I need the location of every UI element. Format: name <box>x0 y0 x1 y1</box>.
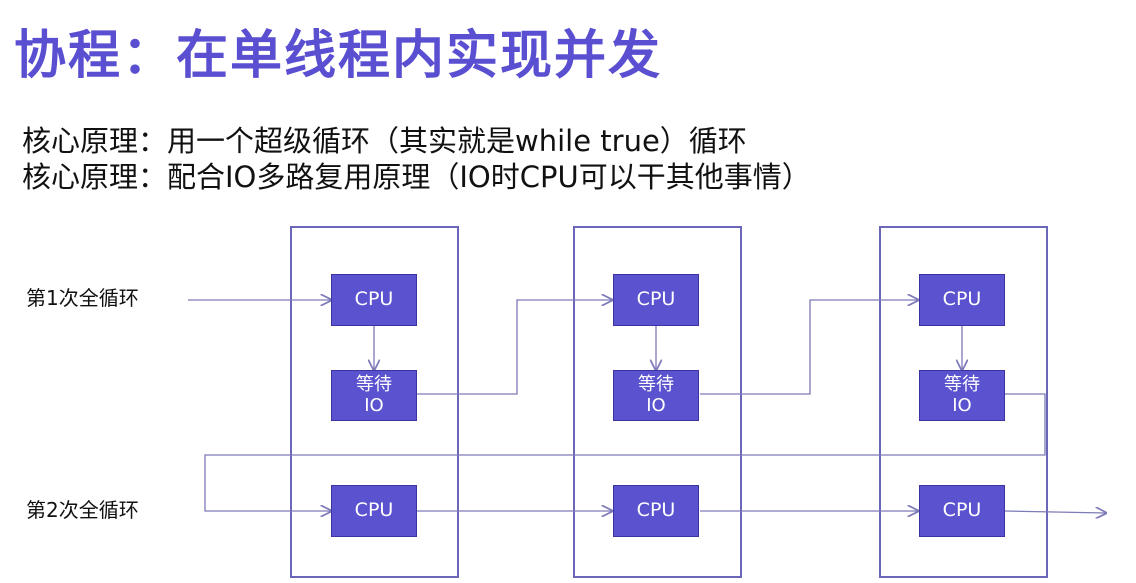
wait-io-node: 等待 IO <box>613 370 699 421</box>
wait-io-label-line1: 等待 <box>944 373 980 395</box>
task-column-1 <box>290 226 459 578</box>
principle-line-1: 核心原理：用一个超级循环（其实就是while true）循环 <box>22 124 747 158</box>
cpu-node: CPU <box>919 485 1005 537</box>
cpu-node: CPU <box>613 485 699 537</box>
arrow-cpu-6-out <box>1004 511 1106 513</box>
task-column-2 <box>573 226 742 578</box>
cpu-node: CPU <box>919 274 1005 326</box>
wait-io-label-line2: IO <box>646 394 666 416</box>
arrow-io-3-loop-back <box>204 393 1046 511</box>
page-title: 协程：在单线程内实现并发 <box>14 26 663 86</box>
cpu-node: CPU <box>331 485 417 537</box>
wait-io-label-line2: IO <box>952 394 972 416</box>
wait-io-node: 等待 IO <box>331 370 417 421</box>
wait-io-label-line2: IO <box>364 394 384 416</box>
arrow-io-2-to-cpu-3 <box>700 300 918 395</box>
cpu-node: CPU <box>331 274 417 326</box>
row-label-second-loop: 第2次全循环 <box>26 498 139 522</box>
task-column-3 <box>879 226 1048 578</box>
wait-io-node: 等待 IO <box>919 370 1005 421</box>
principle-line-2: 核心原理：配合IO多路复用原理（IO时CPU可以干其他事情） <box>22 160 811 194</box>
arrow-io-1-to-cpu-2 <box>417 300 612 395</box>
row-label-first-loop: 第1次全循环 <box>26 286 139 310</box>
cpu-node: CPU <box>613 274 699 326</box>
wait-io-label-line1: 等待 <box>638 373 674 395</box>
wait-io-label-line1: 等待 <box>356 373 392 395</box>
